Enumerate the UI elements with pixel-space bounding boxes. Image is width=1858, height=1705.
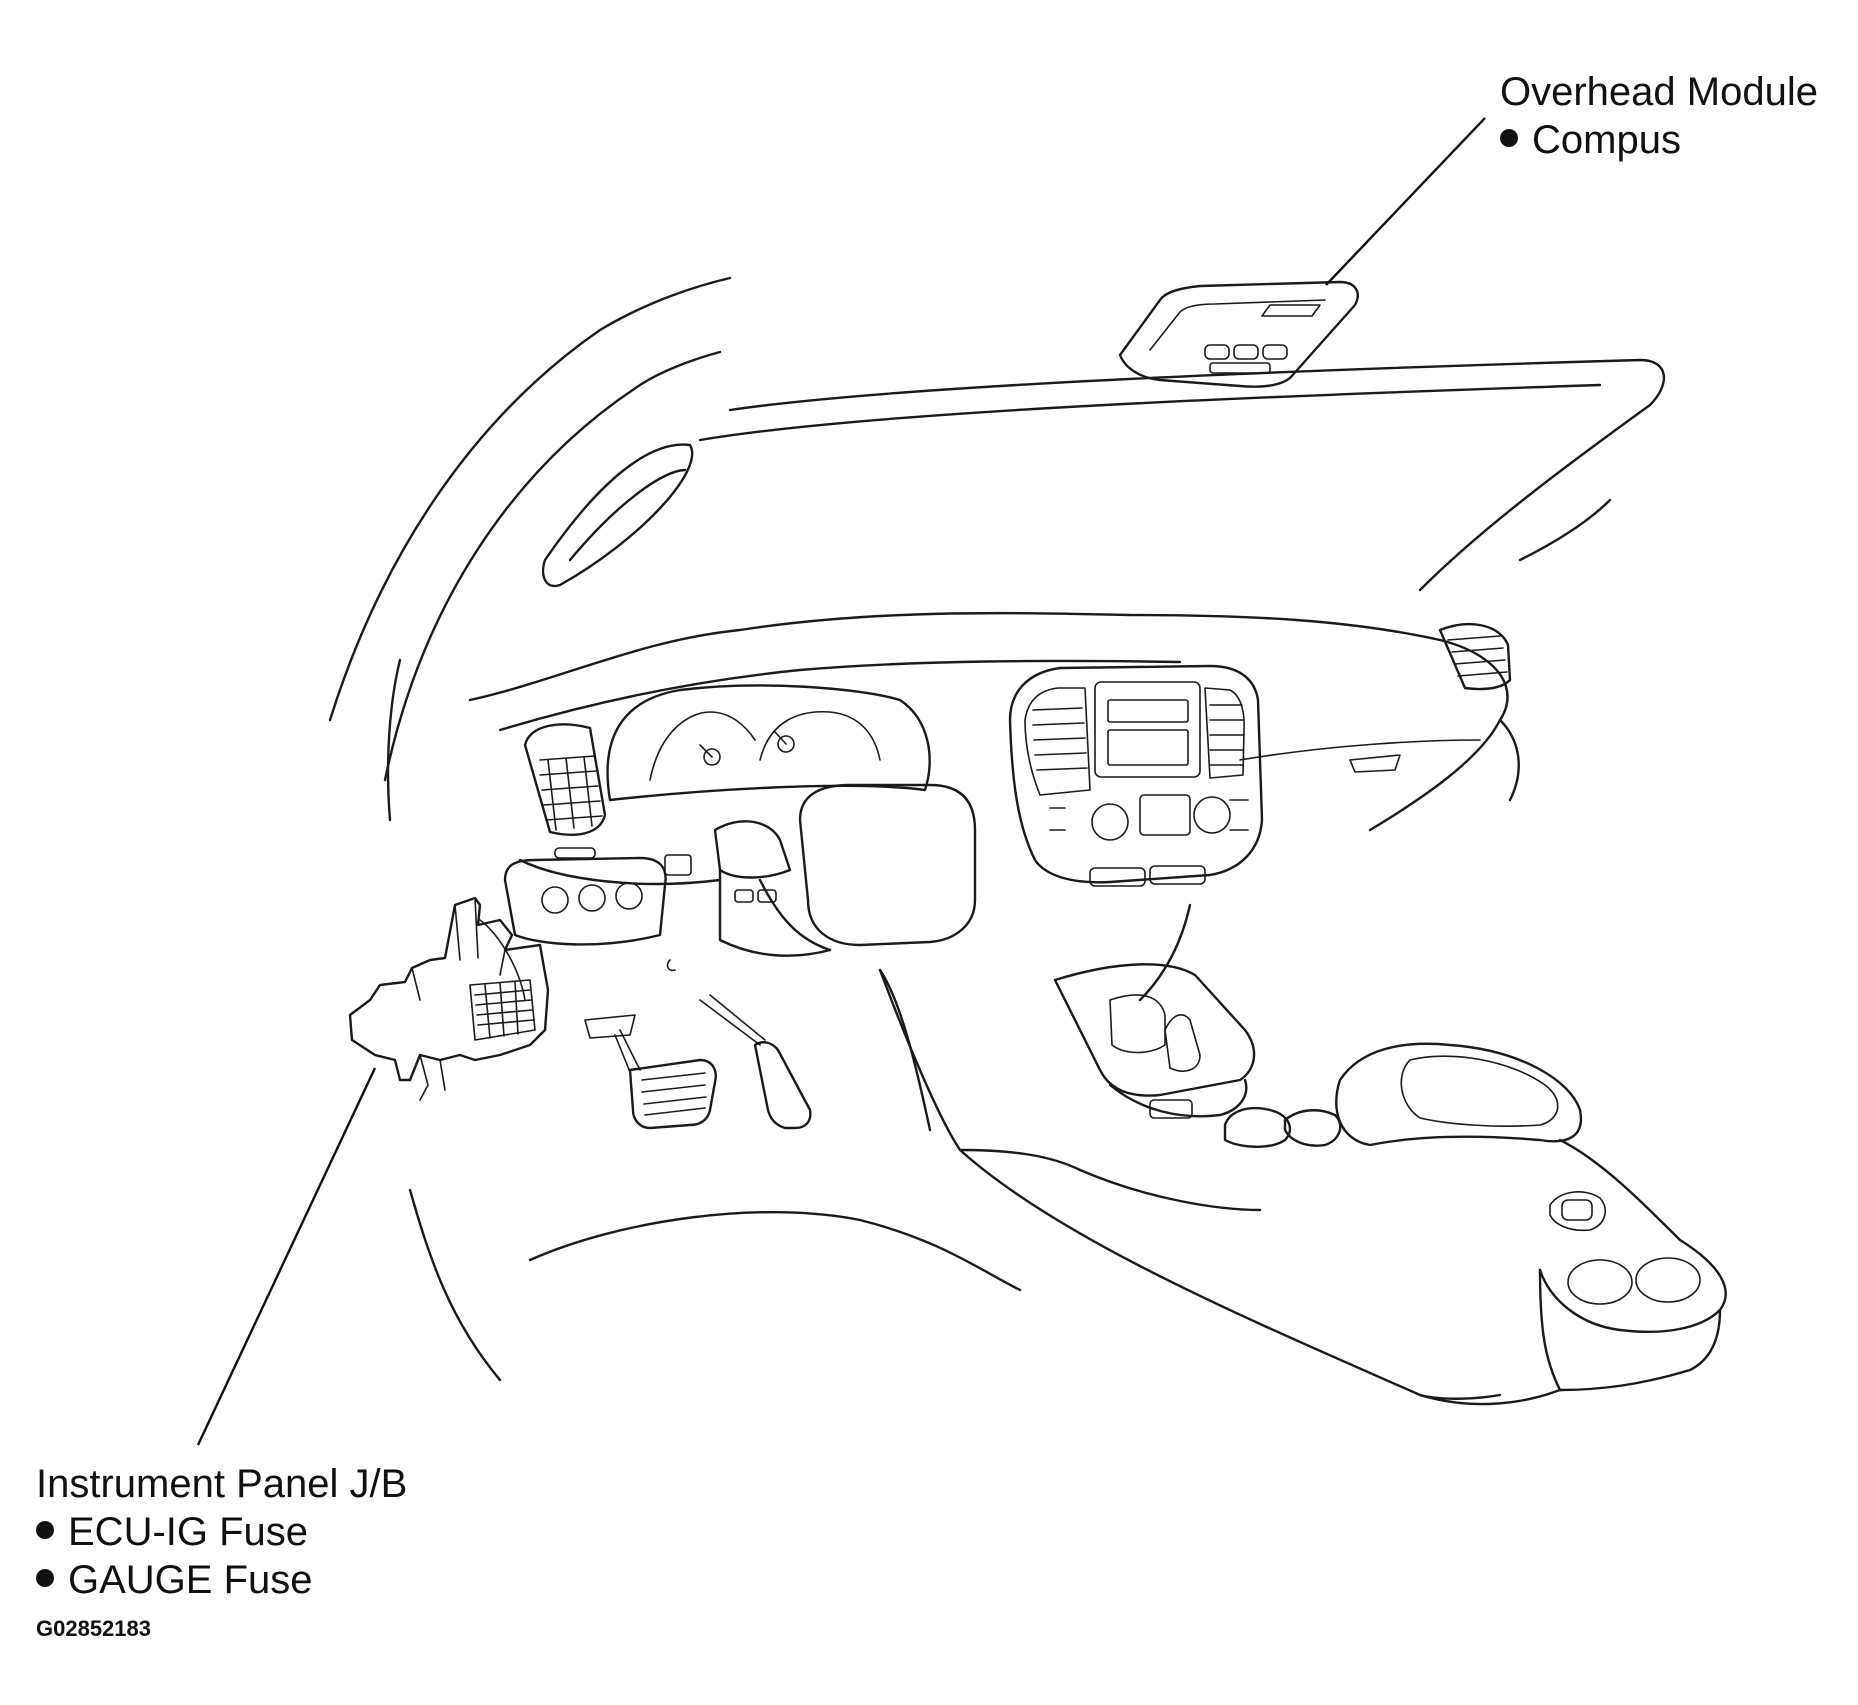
- right-vent: [1438, 622, 1512, 691]
- jb-item-ecu-ig: ECU-IG Fuse: [36, 1508, 407, 1556]
- windshield-frame: [698, 358, 1665, 592]
- center-console: [878, 903, 1727, 1406]
- jb-callout: Instrument Panel J/B ECU-IG Fuse GAUGE F…: [36, 1460, 407, 1604]
- center-stack: [1008, 664, 1264, 887]
- bullet-icon: [36, 1521, 54, 1540]
- pedals: [614, 994, 812, 1130]
- left-switches: [503, 854, 692, 1039]
- bullet-icon: [36, 1569, 54, 1588]
- floor-lines: [408, 1188, 1502, 1400]
- overhead-callout: Overhead Module Compus: [1500, 68, 1818, 164]
- steering-column: [713, 783, 977, 957]
- a-pillar: [328, 276, 732, 822]
- junction-block: [348, 896, 550, 1101]
- overhead-leader-line: [1325, 117, 1486, 286]
- overhead-module: [1118, 280, 1359, 388]
- left-vent: [523, 723, 607, 859]
- instrument-cluster: [606, 684, 931, 802]
- bullet-icon: [1500, 129, 1518, 148]
- jb-item-gauge: GAUGE Fuse: [36, 1556, 407, 1604]
- overhead-item-label: Compus: [1532, 118, 1681, 162]
- overhead-item-compus: Compus: [1500, 116, 1818, 164]
- jb-leader-line: [196, 1067, 377, 1446]
- jb-title: Instrument Panel J/B: [36, 1462, 408, 1506]
- dashboard: [468, 611, 1520, 952]
- overhead-title: Overhead Module: [1500, 70, 1818, 114]
- figure-code: G02852183: [36, 1616, 151, 1641]
- jb-item-label: GAUGE Fuse: [68, 1558, 313, 1602]
- jb-item-label: ECU-IG Fuse: [68, 1510, 309, 1554]
